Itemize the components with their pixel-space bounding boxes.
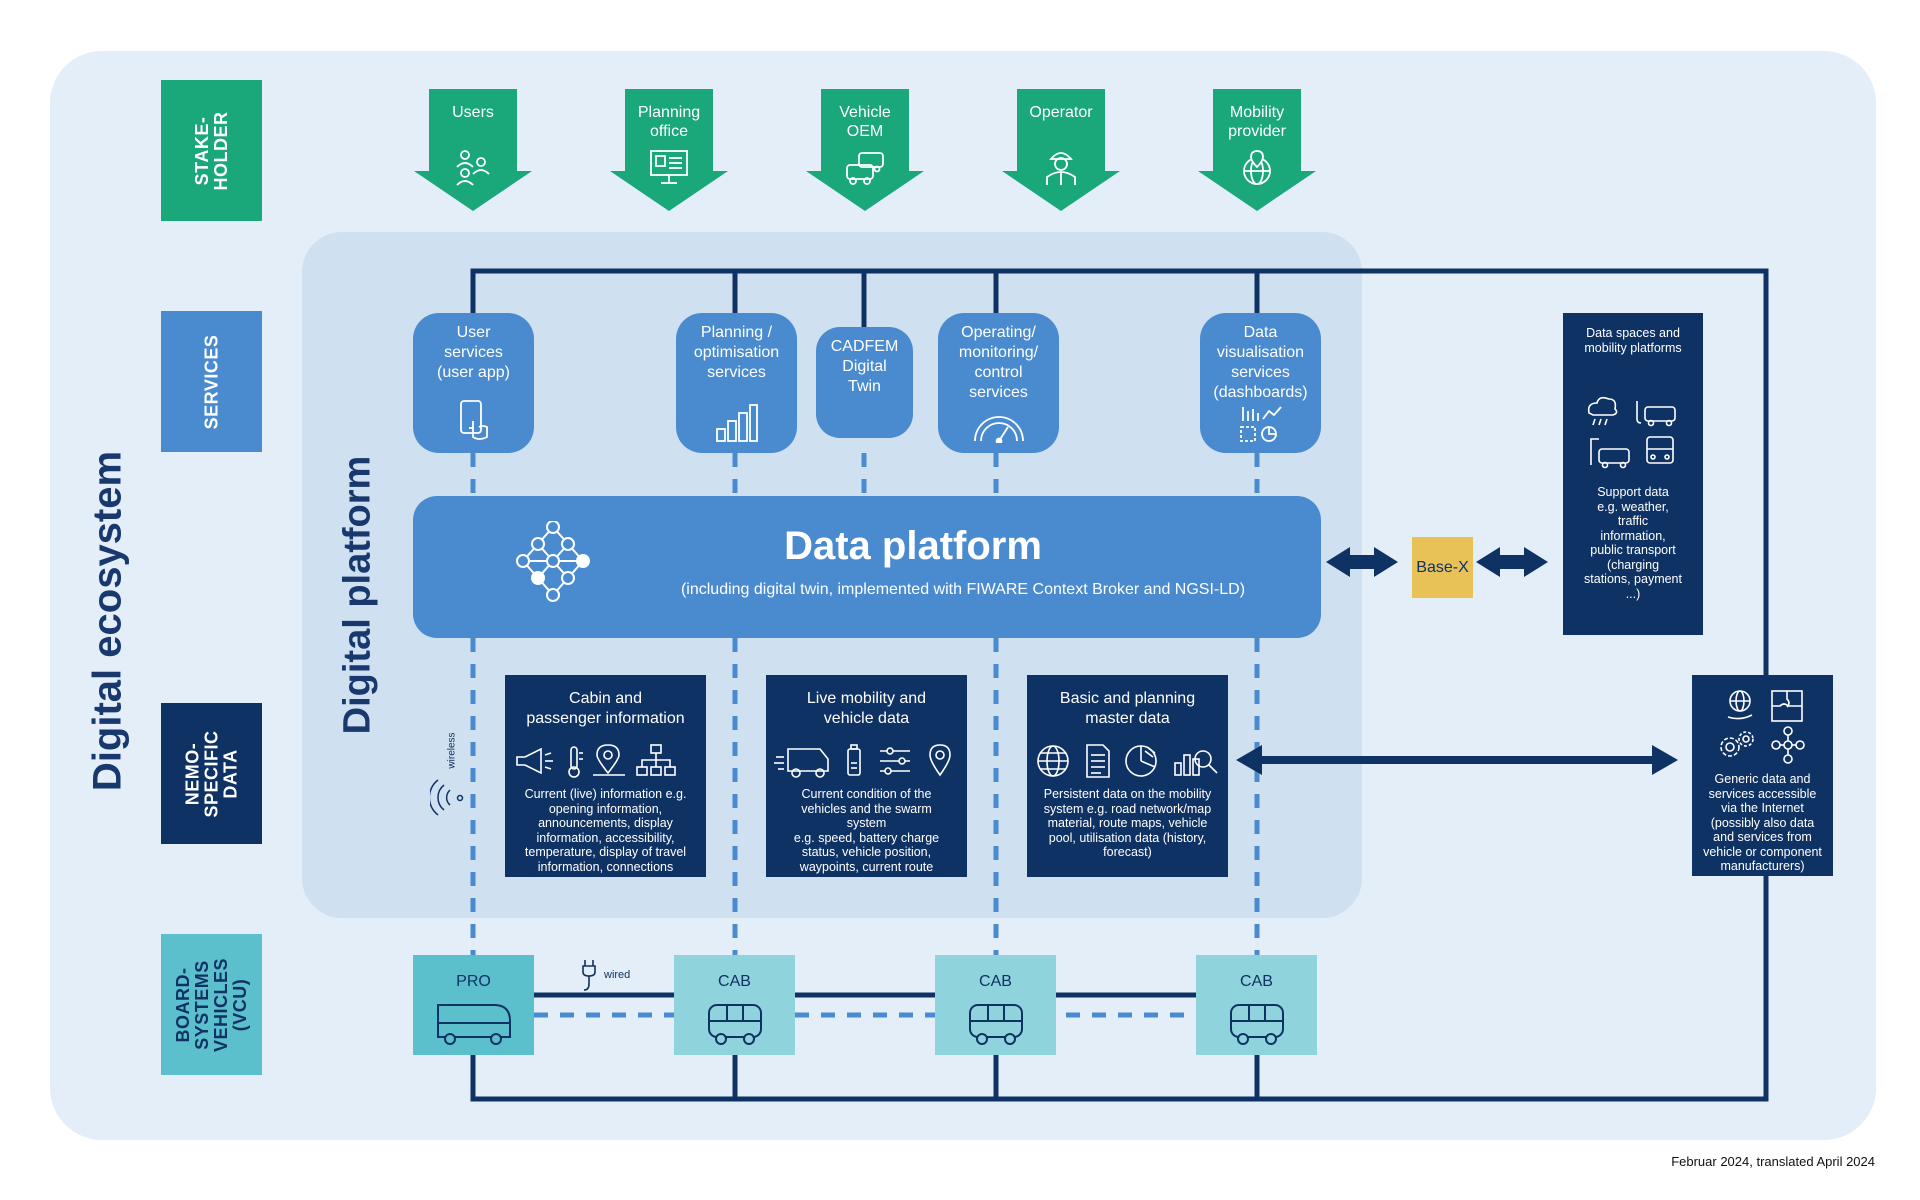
network-nodes-icon [516,521,590,602]
long-double-arrow [1236,745,1678,775]
vehicle-cab-2: CAB [935,955,1056,1055]
nemo-cabin-passenger-info: Cabin and passenger information Current … [505,675,706,877]
wireless-label: wireless [446,732,458,769]
wired-plug-icon [582,960,596,991]
monitor-icon [650,150,688,184]
double-arrow-left [1326,547,1398,577]
stakeholder-mobility-provider: Mobility provider [1198,89,1316,211]
data-spaces-box: Data spaces and mobility platforms Suppo… [1563,313,1703,635]
ecosystem-title: Digital ecosystem [85,450,130,792]
cab-icon [708,1004,762,1045]
service-user-services: User services (user app) [413,313,534,453]
bus-icon [437,1004,511,1045]
generic-data-box: Generic data and services accessible via… [1692,675,1833,876]
stakeholder-operator: Operator [1002,89,1120,211]
stakeholder-planning-office: Planning office [610,89,728,211]
cab-icon [1230,1004,1284,1045]
dashed-links [470,453,1260,1018]
nemo-basic-planning-master-data: Basic and planning master data Persisten… [1027,675,1228,877]
base-x-box: Base-X [1412,537,1473,598]
cars-icon [846,152,884,185]
stakeholder-vehicle-oem: Vehicle OEM [806,89,924,211]
van-battery-sliders-pin-icons [774,744,951,778]
service-planning-optimisation: Planning / optimisation services [676,313,797,453]
data-platform-title: Data platform [784,524,1042,568]
wireless-signal-icon [430,779,464,816]
service-operating-monitoring: Operating/ monitoring/ control services [938,313,1059,453]
globe-puzzle-gear-network-icons [1720,690,1805,764]
row-label-stakeholder: STAKE- HOLDER [161,80,262,221]
data-platform: Data platform (including digital twin, i… [413,496,1321,638]
bar-chart-icon [715,404,758,442]
generic-data-description: Generic data and services accessible via… [1703,772,1822,873]
gauge-icon [973,416,1024,443]
worker-icon [1046,152,1076,185]
data-spaces-description: Support data e.g. weather, traffic infor… [1584,485,1682,601]
data-spaces-title: Data spaces and mobility platforms [1584,326,1682,355]
weather-traffic-icons [1587,396,1676,469]
vehicle-cab-1: CAB [674,955,795,1055]
data-platform-subtitle: (including digital twin, implemented wit… [680,581,1246,598]
users-icon [456,150,490,186]
row-label-services: SERVICES [161,311,262,452]
phone-tap-icon [459,400,488,440]
globe-document-pie-analytics-icons [1037,744,1218,778]
row-label-nemo-data: NEMO- SPECIFIC DATA [161,703,262,844]
nemo-live-mobility-vehicle-data: Live mobility and vehicle data Current c… [766,675,967,877]
service-data-visualisation: Data visualisation services (dashboards) [1200,313,1321,453]
platform-title: Digital platform [336,455,379,735]
dashboard-icon [1239,406,1282,442]
cab-icon [969,1004,1023,1045]
footer-note: Februar 2024, translated April 2024 [1671,1154,1875,1169]
row-label-board-systems: BOARD- SYSTEMS VEHICLES (VCU) [161,934,262,1075]
globe-pin-icon [1243,150,1271,185]
stakeholder-users: Users [414,89,532,211]
announcement-temperature-location-hierarchy-icons [516,744,676,778]
vehicle-cab-3: CAB [1196,955,1317,1055]
vehicle-pro: PRO [413,955,534,1055]
service-cadfem-digital-twin: CADFEM Digital Twin [816,327,913,438]
wired-label: wired [604,969,631,981]
double-arrow-right [1476,547,1548,577]
